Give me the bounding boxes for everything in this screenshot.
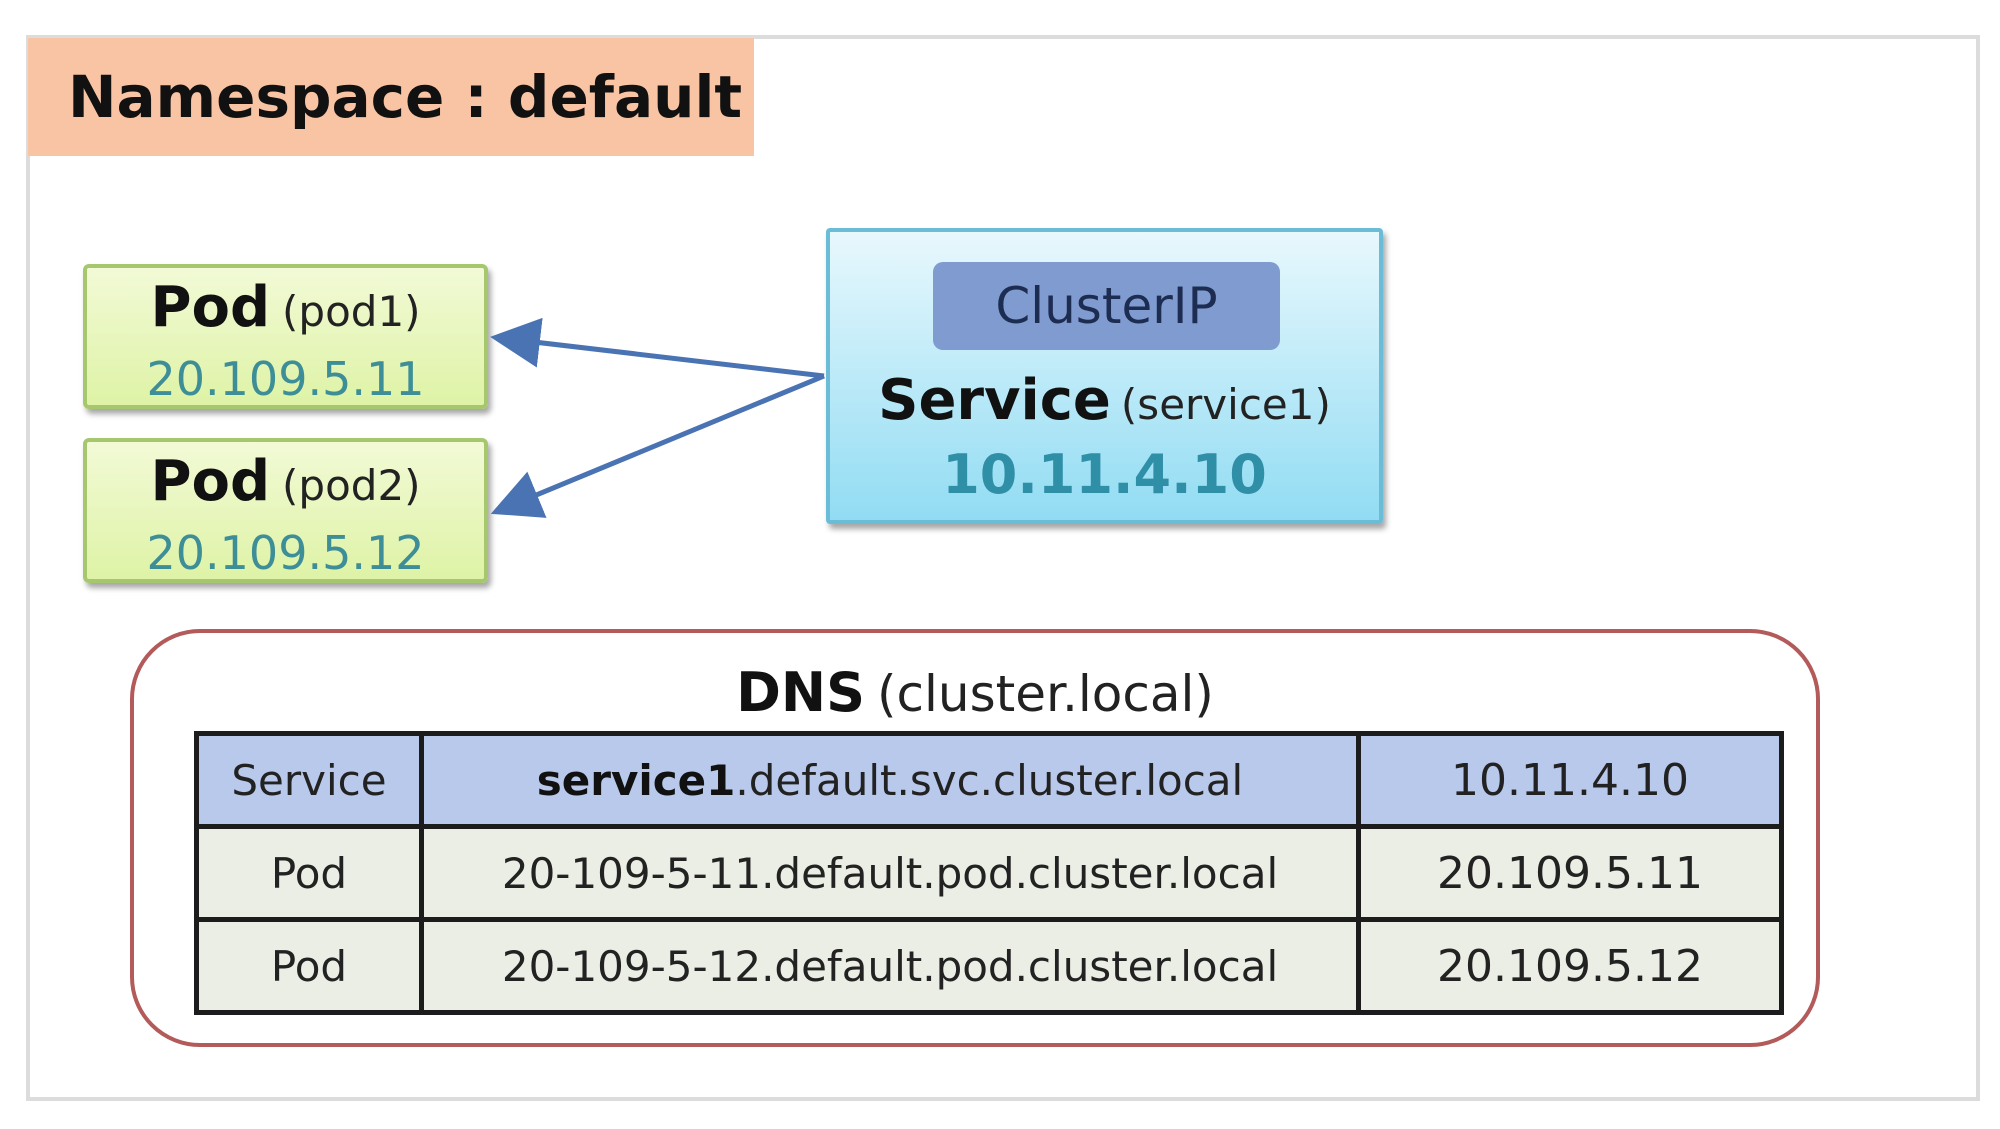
service-title: Service(service1) [830,366,1379,449]
pod-kind-label: Pod [150,449,271,514]
service-box: ClusterIP Service(service1) 10.11.4.10 [826,228,1383,524]
pod-box-pod2: Pod(pod2) 20.109.5.12 [83,438,488,583]
dns-container: DNS(cluster.local) Service service1.defa… [130,629,1820,1047]
dns-title: DNS(cluster.local) [134,653,1816,746]
dns-record-fqdn: 20-109-5-11.default.pod.cluster.local [419,824,1361,922]
pod-kind-label: Pod [150,275,271,340]
dns-record-type: Pod [194,917,424,1015]
pod-name-label: (pod1) [282,287,421,336]
dns-record-type: Service [194,731,424,829]
dns-fqdn-suffix: .default.svc.cluster.local [735,755,1244,805]
dns-fqdn-host: service1 [536,755,736,805]
pod-ip: 20.109.5.12 [146,526,425,580]
dns-table: Service service1.default.svc.cluster.loc… [194,731,1784,1015]
pod-name-label: (pod2) [282,461,421,510]
dns-record-type: Pod [194,824,424,922]
dns-record-ip: 10.11.4.10 [1356,731,1784,829]
pod-box-pod1: Pod(pod1) 20.109.5.11 [83,264,488,409]
dns-domain-label: (cluster.local) [877,665,1214,723]
namespace-label: Namespace : default [28,38,754,156]
clusterip-badge: ClusterIP [933,262,1280,350]
dns-record-fqdn: service1.default.svc.cluster.local [419,731,1361,829]
dns-record-ip: 20.109.5.12 [1356,917,1784,1015]
service-name-label: (service1) [1120,380,1331,429]
dns-kind-label: DNS [736,661,866,724]
pod-title: Pod(pod1) [87,278,484,351]
dns-record-ip: 20.109.5.11 [1356,824,1784,922]
namespace-label-text: Namespace : default [68,63,743,131]
pod-title: Pod(pod2) [87,452,484,525]
service-ip: 10.11.4.10 [942,443,1267,506]
dns-row-pod2: Pod 20-109-5-12.default.pod.cluster.loca… [194,917,1784,1015]
pod-ip: 20.109.5.11 [146,352,425,406]
service-kind-label: Service [878,368,1111,433]
dns-row-pod1: Pod 20-109-5-11.default.pod.cluster.loca… [194,824,1784,922]
dns-record-fqdn: 20-109-5-12.default.pod.cluster.local [419,917,1361,1015]
dns-row-service: Service service1.default.svc.cluster.loc… [194,731,1784,829]
